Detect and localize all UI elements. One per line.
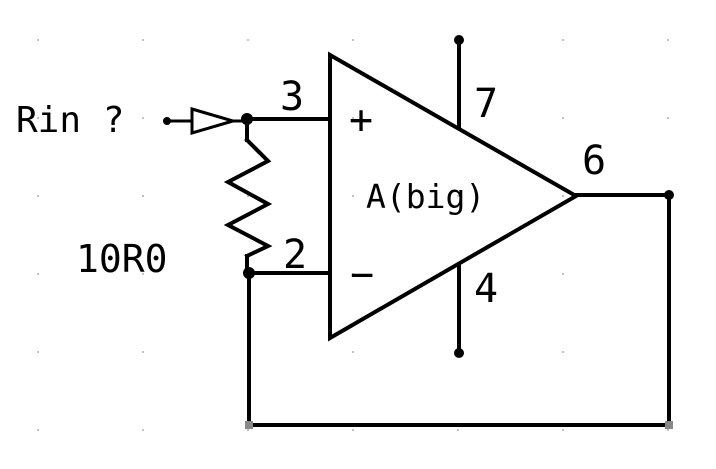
grid-dot [37,273,39,275]
feedback-wire [247,193,671,427]
grid-dot [37,429,39,431]
grid-dot [667,429,669,431]
grid-dot [37,39,39,41]
grid-dot [142,195,144,197]
grid-dot [562,429,564,431]
grid-dot [352,351,354,353]
grid-dot [562,351,564,353]
resistor-value: 10R0 [76,237,168,281]
grid-dot [562,39,564,41]
grid-dot [457,195,459,197]
pin-7-label: 7 [474,81,498,127]
grid-dot [667,117,669,119]
grid-dot [352,429,354,431]
opamp-body[interactable] [328,51,581,342]
grid-dot [247,39,249,41]
grid-dot [667,39,669,41]
grid-dot [352,273,354,275]
minus-symbol: − [350,252,374,298]
supply-pin-7-terminal[interactable] [454,35,464,45]
pin-2-label: 2 [283,232,307,278]
resistor-zigzag [223,137,273,259]
grid-dot [37,117,39,119]
grid-dot [562,195,564,197]
input-net-label: Rin ? [16,100,124,141]
grid-dot [352,117,354,119]
grid-dot [247,429,249,431]
junction-output[interactable] [664,190,674,200]
grid-dot [142,351,144,353]
grid-dot [352,195,354,197]
grid-dot [457,429,459,431]
input-port-arrow [190,106,239,136]
grid-dot [142,273,144,275]
feedback-corner-left [245,421,253,429]
grid-dot [142,39,144,41]
opamp-label: A(big) [366,177,485,216]
grid-dot [142,117,144,119]
pin-3-label: 3 [280,74,304,120]
pin-4-label: 4 [474,266,498,312]
plus-symbol: + [349,97,373,143]
grid-dot [352,39,354,41]
feedback-corner-right [665,421,673,429]
grid-dot [562,117,564,119]
grid-dot [37,195,39,197]
supply-pin-4-terminal[interactable] [454,348,464,358]
grid-dot [37,351,39,353]
pin-6-label: 6 [582,138,606,184]
grid-dot [562,273,564,275]
grid-dot [142,429,144,431]
